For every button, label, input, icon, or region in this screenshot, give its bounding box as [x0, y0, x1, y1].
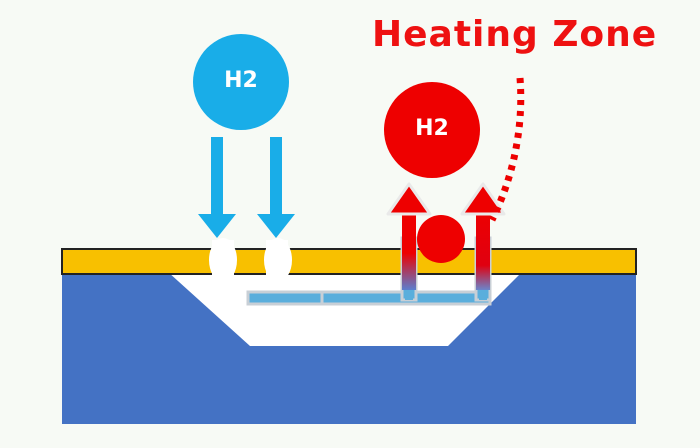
gold-layer [61, 248, 637, 275]
inlet-opening [209, 238, 237, 282]
incoming-molecule-label: H2 [224, 68, 258, 93]
outgoing-molecule-label: H2 [415, 116, 449, 141]
heating-zone-pointer [488, 77, 525, 222]
incoming-molecule [193, 34, 289, 130]
inlet-opening [264, 238, 292, 282]
incoming-arrow [257, 137, 295, 238]
incoming-arrow [198, 137, 236, 238]
outgoing-molecule [384, 82, 480, 178]
heater-dot [417, 215, 465, 263]
outgoing-arrow [386, 182, 432, 290]
heating-zone-label: Heating Zone [372, 14, 658, 55]
outgoing-arrow [460, 182, 506, 290]
